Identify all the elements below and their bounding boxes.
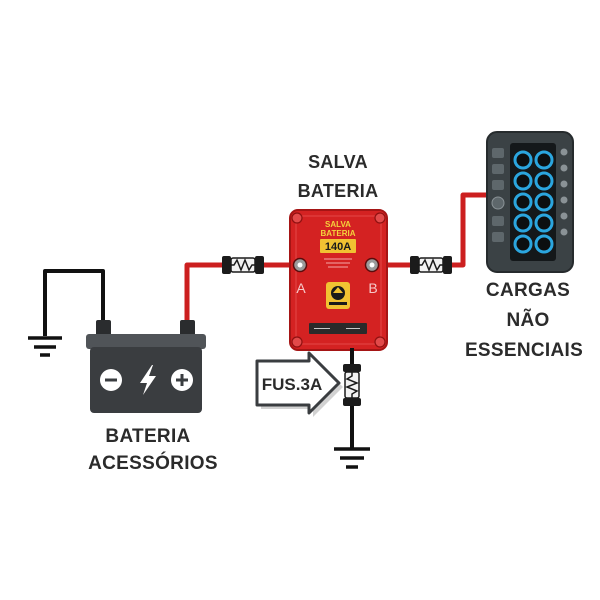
loads-label-line-3: ESSENCIAIS	[465, 340, 583, 361]
fuse-label: FUS.3A	[262, 375, 322, 394]
terminal-a-label: A	[296, 280, 306, 296]
screw-icon	[291, 212, 386, 348]
panel-switches	[513, 150, 554, 254]
terminal-a-icon	[292, 257, 308, 273]
minus-icon	[100, 369, 122, 391]
switch-panel-icon	[486, 131, 574, 273]
terminal-b-icon	[364, 257, 380, 273]
device-fine-print	[324, 258, 352, 268]
panel-left-icons	[491, 148, 505, 242]
device-label-line-2: BATERIA	[321, 229, 356, 238]
rating-badge	[320, 239, 356, 253]
battery-label-line-1: BATERIA	[105, 426, 190, 447]
lightning-bolt-icon	[140, 365, 156, 395]
arrow-icon	[255, 351, 343, 417]
loads-label-line-1: CARGAS	[486, 280, 570, 301]
battery-positive-terminal	[180, 320, 195, 336]
battery-protector-device: SALVA BATERIA 140A A B	[289, 209, 388, 351]
device-label-line-1: SALVA	[325, 220, 351, 229]
plus-icon	[171, 369, 193, 391]
battery-negative-terminal	[96, 320, 111, 336]
device-rating: 140A	[325, 241, 351, 253]
panel-right-icons	[560, 148, 568, 236]
loads-label-line-2: NÃO	[506, 309, 549, 331]
inline-fuse-icon	[343, 364, 361, 406]
terminal-b-label: B	[368, 280, 377, 296]
ground-icon	[28, 336, 62, 357]
device-logo	[326, 282, 350, 309]
battery-label-line-2: ACESSÓRIOS	[88, 452, 218, 474]
inline-fuse-icon	[222, 256, 264, 274]
title-line-2: BATERIA	[298, 181, 379, 201]
battery	[86, 320, 206, 413]
positive-wire-battery	[184, 262, 224, 324]
battery-ground-wire	[43, 269, 105, 336]
positive-wire-loads	[452, 192, 490, 268]
ground-icon	[334, 447, 370, 469]
inline-fuse-icon	[410, 256, 452, 274]
device-bottom-strip	[309, 323, 367, 334]
title-line-1: SALVA	[308, 152, 368, 172]
